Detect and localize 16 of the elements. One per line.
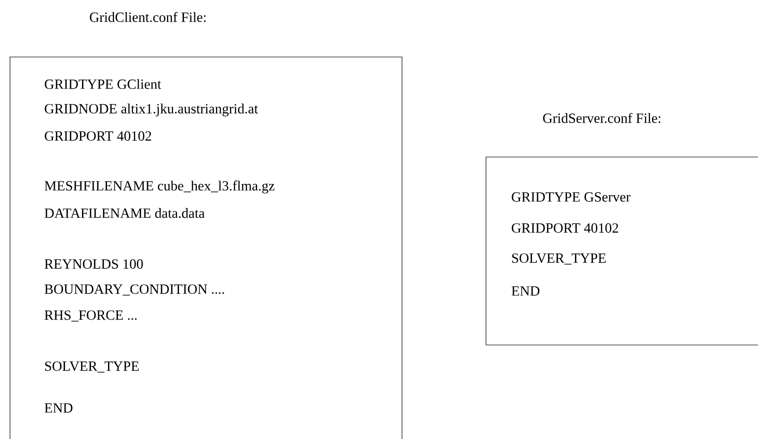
config-line: GRIDTYPE GServer <box>512 192 630 202</box>
config-line: END <box>512 286 540 296</box>
config-line: END <box>44 403 72 413</box>
file-heading: GridClient.conf File: <box>90 12 206 22</box>
config-line: RHS_FORCE ... <box>44 310 137 322</box>
config-line: SOLVER_TYPE <box>512 253 606 265</box>
config-line: DATAFILENAME data.data <box>44 208 205 218</box>
config-line: REYNOLDS 100 <box>44 259 143 269</box>
config-line: GRIDTYPE GClient <box>44 79 162 89</box>
config-line: GRIDPORT 40102 <box>512 223 618 233</box>
config-line: BOUNDARY_CONDITION .... <box>44 284 224 296</box>
config-line: GRIDNODE altix1.jku.austriangrid.at <box>44 104 258 116</box>
config-line: SOLVER_TYPE <box>45 361 139 373</box>
config-line: GRIDPORT 40102 <box>44 131 152 141</box>
file-heading: GridServer.conf File: <box>543 112 660 124</box>
config-line: MESHFILENAME cube_hex_l3.flma.gz <box>44 180 274 194</box>
